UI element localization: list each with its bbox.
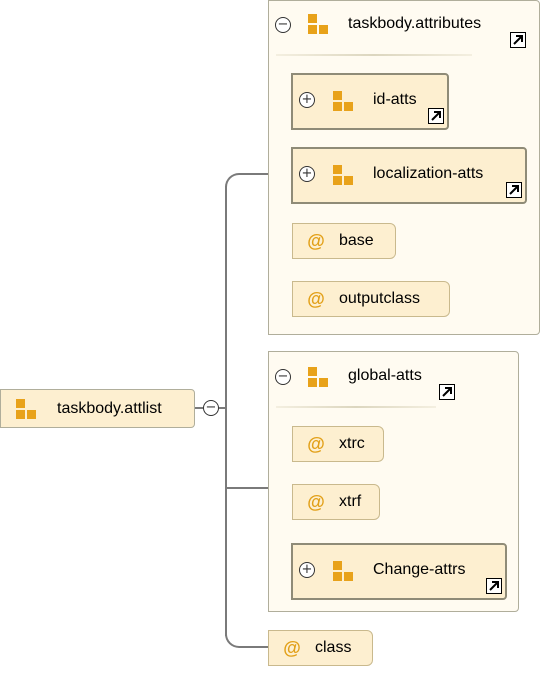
expand-icon[interactable]: + <box>299 562 315 578</box>
connector-toggle-to-spine <box>219 407 227 409</box>
attribute-group-icon <box>308 367 330 389</box>
ref-label: localization-atts <box>373 165 484 182</box>
attribute-xtrf[interactable]: @ xtrf <box>292 484 380 520</box>
external-link-icon[interactable] <box>439 384 455 400</box>
attribute-label: class <box>315 639 352 656</box>
connector-curve-bottom <box>225 628 269 648</box>
attribute-group-icon <box>333 165 355 187</box>
attribute-group-icon <box>333 91 355 113</box>
connector-spine <box>225 186 227 636</box>
attribute-icon: @ <box>307 491 325 512</box>
group-header-label: taskbody.attributes <box>348 15 482 32</box>
ref-id-atts[interactable]: + id-atts <box>291 73 449 130</box>
collapse-icon[interactable]: − <box>203 400 219 416</box>
attribute-xtrc[interactable]: @ xtrc <box>292 426 384 462</box>
group-header-label: global-atts <box>348 367 422 384</box>
connector-group2 <box>227 487 269 489</box>
ref-change-attrs[interactable]: + Change-attrs <box>291 543 507 600</box>
attribute-base[interactable]: @ base <box>292 223 396 259</box>
group-header-separator <box>276 406 436 408</box>
external-link-icon[interactable] <box>510 32 526 48</box>
attribute-label: xtrf <box>339 493 362 510</box>
attribute-group-icon <box>333 561 355 583</box>
attribute-label: outputclass <box>339 290 420 307</box>
expand-icon[interactable]: + <box>299 92 315 108</box>
attribute-label: xtrc <box>339 435 365 452</box>
attribute-class[interactable]: @ class <box>268 630 373 666</box>
external-link-icon[interactable] <box>506 182 522 198</box>
attribute-icon: @ <box>307 230 325 251</box>
expand-icon[interactable]: + <box>299 166 315 182</box>
ref-label: Change-attrs <box>373 561 466 578</box>
collapse-icon[interactable]: − <box>275 369 291 385</box>
attribute-group-icon <box>16 399 38 421</box>
attribute-icon: @ <box>307 288 325 309</box>
ref-localization-atts[interactable]: + localization-atts <box>291 147 527 204</box>
root-element-taskbody-attlist[interactable]: taskbody.attlist <box>0 389 195 428</box>
attribute-label: base <box>339 232 374 249</box>
group-header-separator <box>276 54 472 56</box>
attribute-group-icon <box>308 14 330 36</box>
attribute-outputclass[interactable]: @ outputclass <box>292 281 450 317</box>
external-link-icon[interactable] <box>486 578 502 594</box>
external-link-icon[interactable] <box>428 108 444 124</box>
collapse-icon[interactable]: − <box>275 17 291 33</box>
attribute-icon: @ <box>307 433 325 454</box>
connector-curve-top <box>225 173 269 189</box>
connector-root-to-toggle <box>193 407 203 409</box>
ref-label: id-atts <box>373 91 417 108</box>
attribute-icon: @ <box>283 637 301 658</box>
root-label: taskbody.attlist <box>57 399 162 417</box>
